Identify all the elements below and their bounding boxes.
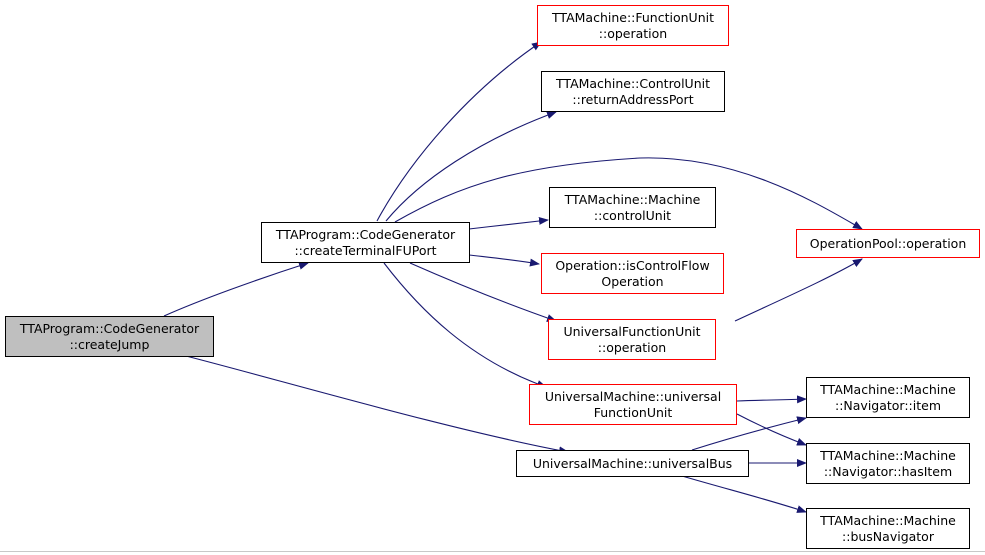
edge-universalbus-to-navigator-item bbox=[691, 416, 807, 451]
node-label: ::controlUnit bbox=[593, 207, 672, 223]
edge-createjump-to-createterminalfuport bbox=[163, 261, 309, 317]
node-control-unit-return-address-port[interactable]: TTAMachine::ControlUnit ::returnAddressP… bbox=[541, 71, 725, 112]
node-label: Operation::isControlFlow bbox=[555, 257, 710, 273]
node-create-jump[interactable]: TTAProgram::CodeGenerator ::createJump bbox=[5, 316, 214, 357]
edge-createterminalfuport-to-machine-controlunit bbox=[468, 216, 549, 230]
node-label: TTAMachine::Machine bbox=[820, 381, 956, 397]
node-create-terminal-fu-port[interactable]: TTAProgram::CodeGenerator ::createTermin… bbox=[261, 222, 470, 263]
node-label: TTAMachine::Machine bbox=[820, 512, 956, 528]
node-label: TTAProgram::CodeGenerator bbox=[19, 320, 200, 336]
node-label: ::Navigator::item bbox=[834, 397, 942, 413]
edge-universalfunctionunit-operation-to-operationpool-operation bbox=[734, 258, 863, 322]
node-universal-machine-universal-bus[interactable]: UniversalMachine::universalBus bbox=[516, 450, 749, 477]
node-operation-is-control-flow[interactable]: Operation::isControlFlow Operation bbox=[541, 253, 724, 294]
node-function-unit-operation[interactable]: TTAMachine::FunctionUnit ::operation bbox=[537, 5, 729, 46]
node-label: TTAMachine::FunctionUnit bbox=[552, 9, 714, 25]
node-universal-machine-universal-function-unit[interactable]: UniversalMachine::universal FunctionUnit bbox=[529, 384, 737, 425]
node-label: ::createTerminalFUPort bbox=[294, 242, 437, 258]
node-label: ::returnAddressPort bbox=[572, 91, 694, 107]
edge-createterminalfuport-to-controlunit-returnaddressport bbox=[385, 111, 557, 222]
node-label: TTAMachine::Machine bbox=[564, 191, 701, 207]
node-label: ::operation bbox=[597, 339, 667, 355]
edge-universalfunctionunit-to-navigator-item bbox=[736, 395, 807, 404]
node-label: TTAMachine::ControlUnit bbox=[555, 75, 710, 91]
node-label: ::createJump bbox=[69, 336, 150, 352]
node-label: UniversalMachine::universalBus bbox=[532, 455, 733, 471]
node-label: TTAProgram::CodeGenerator bbox=[275, 226, 456, 242]
edge-createterminalfuport-to-operation-iscontrolflow bbox=[468, 254, 540, 267]
edge-createterminalfuport-to-universalfunctionunit bbox=[383, 262, 547, 388]
node-machine-bus-navigator[interactable]: TTAMachine::Machine ::busNavigator bbox=[806, 508, 970, 549]
edge-createjump-to-universalbus bbox=[185, 355, 569, 455]
node-navigator-has-item[interactable]: TTAMachine::Machine ::Navigator::hasItem bbox=[806, 443, 970, 484]
node-label: OperationPool::operation bbox=[809, 235, 967, 251]
edge-createterminalfuport-to-universalfunctionunit-operation bbox=[409, 262, 557, 322]
edge-createterminalfuport-to-functionunit-operation bbox=[376, 41, 542, 222]
edge-createterminalfuport-to-operationpool-operation bbox=[394, 157, 863, 230]
node-label: TTAMachine::Machine bbox=[820, 447, 956, 463]
node-universal-function-unit-operation[interactable]: UniversalFunctionUnit ::operation bbox=[548, 319, 716, 360]
node-operation-pool-operation[interactable]: OperationPool::operation bbox=[796, 229, 980, 258]
node-label: UniversalMachine::universal bbox=[544, 388, 722, 404]
node-navigator-item[interactable]: TTAMachine::Machine ::Navigator::item bbox=[806, 377, 970, 418]
node-label: ::Navigator::hasItem bbox=[823, 463, 953, 479]
node-label: ::busNavigator bbox=[842, 528, 934, 544]
edge-universalbus-to-busnavigator bbox=[681, 475, 807, 513]
node-label: FunctionUnit bbox=[593, 404, 673, 420]
bottom-divider bbox=[0, 551, 985, 552]
node-machine-control-unit[interactable]: TTAMachine::Machine ::controlUnit bbox=[549, 187, 716, 228]
node-label: UniversalFunctionUnit bbox=[563, 323, 701, 339]
node-label: Operation bbox=[601, 273, 664, 289]
edge-universalfunctionunit-to-navigator-hasitem bbox=[736, 413, 807, 446]
node-label: ::operation bbox=[598, 25, 668, 41]
